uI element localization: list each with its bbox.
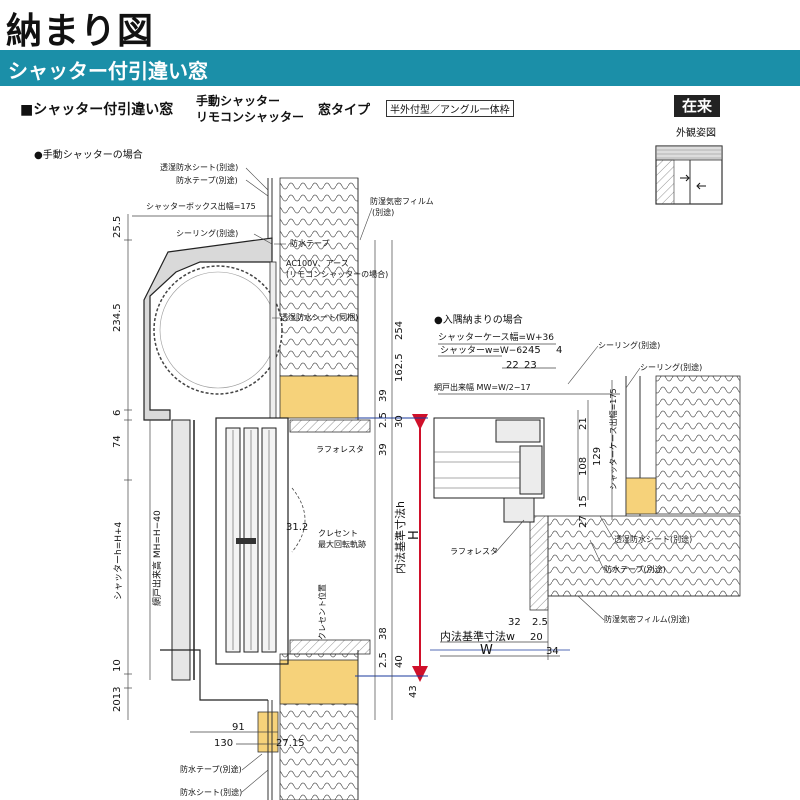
shutter-height-label: シャッターh=H+4 (113, 521, 124, 600)
shutter-roll (153, 265, 283, 395)
dim-162-5: 162.5 (394, 353, 405, 382)
shutter-type-remote: リモコンシャッター (196, 110, 305, 124)
dim-25-5: 25.5 (112, 216, 123, 238)
dim-30: 30 (394, 415, 405, 428)
dim-6: 6 (112, 410, 123, 416)
shutter-case-plan (433, 417, 545, 499)
note-shutter-box-depth: シャッターボックス出幅=175 (146, 201, 256, 211)
dim-91: 91 (232, 722, 245, 733)
note-vapor-film-1: 防湿気密フィルム (370, 196, 434, 206)
note-laforesta-right: ラフォレスタ (450, 547, 498, 556)
dim-32: 32 (508, 617, 521, 628)
note-crescent-2: 最大回転軌跡 (318, 539, 366, 549)
corner-laforesta (529, 515, 549, 611)
note-sealing-1: シーリング(別途) (598, 340, 660, 350)
dim-20: 20 (530, 632, 543, 643)
note-case-width: シャッターケース幅=W+36 (438, 331, 554, 343)
note-ac100v-1: AC100V、アース (286, 259, 349, 268)
note-ac100v-2: (リモコンシャッターの場合) (286, 269, 388, 279)
side-wall-insulation (547, 515, 741, 597)
dim-2-5-a: 2.5 (378, 412, 389, 428)
dim-H: H (407, 530, 422, 540)
dim-2-5-right: 2.5 (532, 617, 548, 628)
dim-15: 15 (578, 495, 589, 508)
dim-21: 21 (578, 417, 589, 430)
inner-std-w-label: 内法基準寸法w (440, 629, 515, 643)
note-vapor-right: 防湿気密フィルム(別途) (604, 614, 690, 624)
construction-badge: 在来 (674, 95, 720, 117)
wall-insulation-upper (279, 177, 359, 377)
header-lumber (279, 375, 359, 419)
shutter-guide-rail (171, 419, 191, 681)
dim-2013: 2013 (112, 687, 123, 712)
right-section-drawing: ●入隅納まりの場合 (430, 313, 741, 660)
dim-40: 40 (394, 655, 405, 668)
dim-31-2: 31.2 (286, 522, 308, 533)
dim-27: 27 (578, 515, 589, 528)
laforesta-head (289, 419, 371, 433)
dim-74: 74 (112, 435, 123, 448)
note-waterproof-tape-2: 防水テープ (290, 238, 330, 248)
dim-108: 108 (578, 457, 589, 476)
product-subtitle: ■シャッター付引違い窓 (20, 102, 174, 118)
window-frame (215, 417, 289, 665)
frame-type-label: 半外付型／アングル一体枠 (386, 100, 514, 117)
dim-39-b: 39 (378, 443, 389, 456)
note-sheet-bottom: 防水シート(別途) (180, 787, 242, 797)
elevation-thumbnail (655, 145, 723, 205)
note-laforesta: ラフォレスタ (316, 445, 364, 454)
note-sealing: シーリング(別途) (176, 228, 238, 238)
note-waterproof-tape: 防水テープ(別途) (176, 175, 238, 185)
dim-W: W (480, 643, 493, 658)
corner-wall-insulation (655, 375, 741, 515)
sill-lumber (279, 659, 359, 705)
note-waterproof-sheet-bundled: 透湿防水シート(同梱) (280, 312, 358, 322)
note-case-depth: シャッターケース出幅=175 (608, 388, 618, 490)
note-sheet-right: 透湿防水シート(別途) (614, 534, 692, 544)
note-tape-right: 防水テープ(別途) (604, 564, 666, 574)
dim-23: 23 (524, 360, 537, 371)
laforesta-sill (289, 639, 371, 655)
badge-caption: 外観姿図 (676, 128, 716, 139)
dim-2-5-b: 2.5 (378, 652, 389, 668)
dim-27-15: 27.15 (276, 738, 305, 749)
dim-10: 10 (112, 659, 123, 672)
crescent-trajectory (291, 487, 306, 553)
dim-34: 34 (546, 646, 559, 657)
dim-129: 129 (592, 447, 603, 466)
dim-45: 45 (528, 345, 541, 356)
note-shutter-w: シャッターw=W−62 (440, 345, 528, 356)
banner-label: シャッター付引違い窓 (8, 59, 208, 83)
note-screen-mw: 網戸出来幅 MW=W/2−17 (434, 382, 531, 392)
window-type-label: 窓タイプ (318, 103, 371, 118)
screen-height-label: 網戸出来高 MH=H−40 (151, 510, 163, 606)
note-vapor-film-2: (別途) (372, 207, 394, 217)
note-tape-bottom: 防水テープ(別途) (180, 764, 242, 774)
dim-43: 43 (408, 685, 419, 698)
inner-std-h-label: 内法基準寸法h (393, 501, 407, 574)
note-crescent-position: クレセント位置 (317, 584, 327, 640)
shutter-type-manual: 手動シャッター (196, 94, 281, 108)
shutter-box (143, 237, 273, 421)
dim-130: 130 (214, 738, 233, 749)
right-caption: ●入隅納まりの場合 (434, 313, 523, 326)
note-crescent-1: クレセント (318, 529, 358, 538)
dim-234-5: 234.5 (112, 303, 123, 332)
dim-38: 38 (378, 627, 389, 640)
section-banner: シャッター付引違い窓 (0, 50, 800, 86)
left-section-drawing: ●手動シャッターの場合 (34, 148, 434, 800)
note-sealing-2: シーリング(別途) (640, 362, 702, 372)
dim-254: 254 (394, 321, 405, 340)
dim-22: 22 (506, 360, 519, 371)
left-caption: ●手動シャッターの場合 (34, 148, 143, 161)
note-waterproof-sheet: 透湿防水シート(別途) (160, 162, 238, 172)
dim-4: 4 (556, 345, 562, 356)
corner-lumber (625, 477, 657, 515)
dim-39-a: 39 (378, 389, 389, 402)
page-title: 納まり図 (6, 11, 155, 52)
